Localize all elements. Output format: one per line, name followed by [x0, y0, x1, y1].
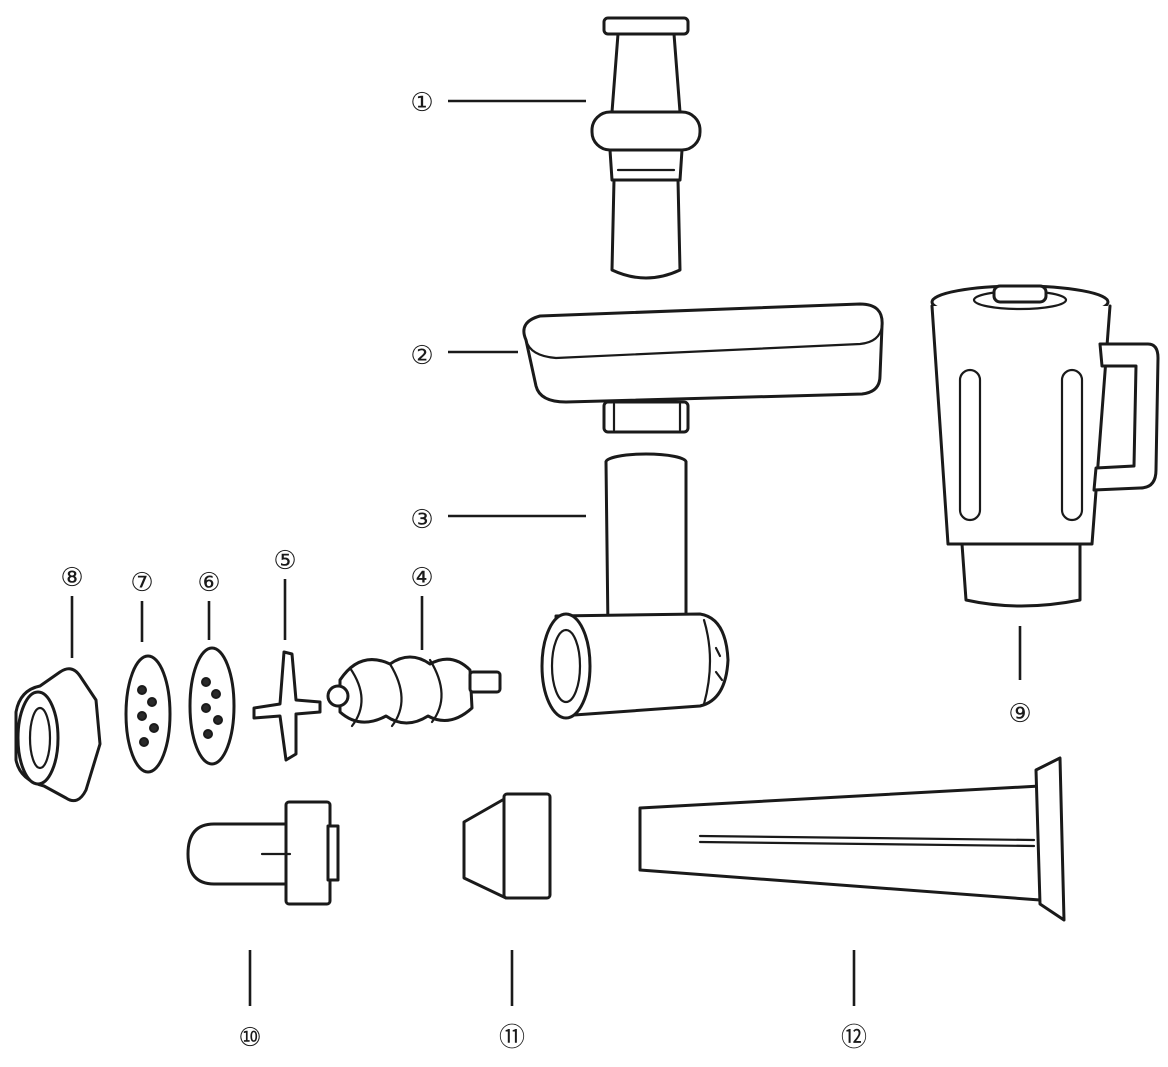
callout-10: ⑩: [238, 1023, 261, 1053]
callout-2: ②: [410, 341, 433, 371]
callout-6: ⑥: [197, 568, 220, 598]
part-1-food-pusher: [590, 16, 702, 280]
callout-5: ⑤: [273, 546, 296, 576]
part-10-kubbe-attachment: [186, 800, 340, 906]
part-5-cross-blade: [252, 650, 322, 762]
callout-7: ⑦: [130, 568, 153, 598]
callout-12: ⑫: [841, 1023, 867, 1053]
callout-8: ⑧: [60, 563, 83, 593]
part-9-blender-jug: [930, 284, 1160, 608]
part-11-adapter: [462, 792, 552, 900]
part-7-cutting-plate: [124, 654, 172, 774]
callout-9: ⑨: [1008, 699, 1031, 729]
callout-3: ③: [410, 505, 433, 535]
callout-4: ④: [410, 563, 433, 593]
part-3-grinder-housing: [540, 452, 730, 720]
part-12-sausage-funnel: [638, 756, 1066, 922]
part-2-food-tray: [522, 302, 884, 434]
callout-1: ①: [410, 88, 433, 118]
part-4-worm-screw: [326, 655, 502, 728]
part-8-ring-nut: [14, 667, 102, 803]
callout-labels: ① ② ③ ④ ⑤ ⑥ ⑦ ⑧ ⑨ ⑩ ⑪ ⑫: [60, 88, 1031, 1053]
callout-11: ⑪: [499, 1023, 525, 1053]
part-6-cutting-plate: [188, 646, 236, 766]
leader-lines: [70, 99, 1022, 1006]
